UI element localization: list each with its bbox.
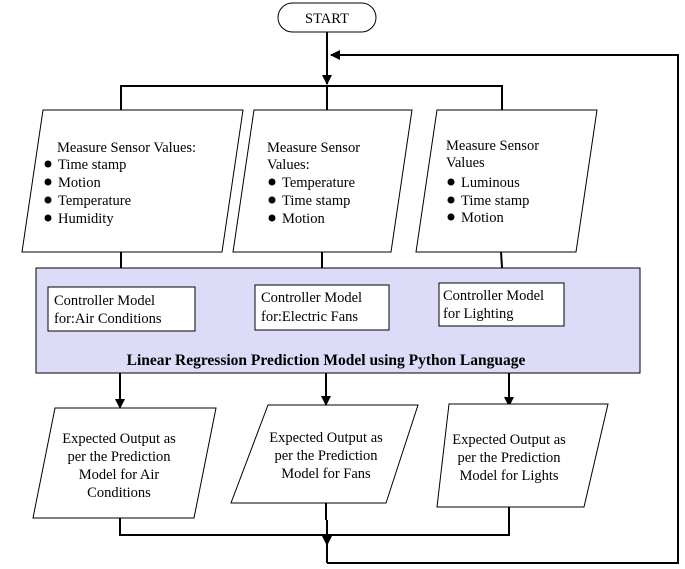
bullet-icon [268,178,276,186]
input-box-lights [415,109,598,253]
input-text-fans: Measure Sensor Values: Temperature Time … [267,140,360,227]
controller-label: for:Air Conditions [54,311,162,327]
controller-label: for Lighting [443,306,513,322]
input-bullet: Temperature [282,175,355,191]
input-box-air [21,109,244,253]
output-label: Expected Output as [452,432,566,448]
model-panel-title: Linear Regression Prediction Model using… [127,352,526,369]
controller-label: Controller Model [54,293,155,309]
bullet-icon [447,178,455,186]
input-bullet: Time stamp [461,193,529,209]
input-title: Values: [267,157,310,173]
bullet-icon [44,160,52,168]
output-label: per the Prediction [274,448,378,464]
input-text-air: Measure Sensor Values: Time stamp Motion… [44,140,196,227]
bullet-icon [268,214,276,222]
output-label: Model for Air [79,467,160,483]
output-box-air [32,407,217,519]
output-label: Expected Output as [269,430,383,446]
controller-box-air [47,286,196,332]
input-title: Measure Sensor Values: [57,140,196,156]
output-label: per the Prediction [457,450,561,466]
bullet-icon [447,213,455,221]
output-box-lights [436,403,609,508]
controller-label: for:Electric Fans [261,309,358,325]
bottom-merge-line-right [327,507,510,536]
input-bullet: Motion [282,211,325,227]
controller-label: Controller Model [443,288,544,304]
output-label: Model for Fans [281,466,371,482]
controller-box-lights [438,282,565,327]
input-box-fans [232,109,413,253]
loop-back-line [327,50,679,564]
input-title: Values [446,155,485,171]
input-bullet: Motion [461,210,504,226]
input-bullet: Motion [58,175,101,191]
bullet-icon [44,178,52,186]
start-label: START [305,11,349,27]
bullet-icon [44,196,52,204]
input-bullet: Temperature [58,193,131,209]
output-label: Model for Lights [459,468,558,484]
output-label: Conditions [87,485,151,501]
input-title: Measure Sensor [267,140,360,156]
output-label: Expected Output as [62,431,176,447]
input-bullet: Luminous [461,175,520,191]
input-title: Measure Sensor [446,138,539,154]
input-text-lights: Measure Sensor Values Luminous Time stam… [446,138,539,226]
controller-label: Controller Model [261,290,362,306]
output-label: per the Prediction [67,449,171,465]
input-bullet: Time stamp [58,157,126,173]
bullet-icon [268,196,276,204]
controller-box-fans [254,284,390,331]
input-bullet: Time stamp [282,193,350,209]
bottom-merge-line [119,518,327,536]
top-split-line [120,85,503,110]
output-box-fans [230,404,419,504]
input-bullet: Humidity [58,211,114,227]
bullet-icon [447,196,455,204]
bullet-icon [44,214,52,222]
